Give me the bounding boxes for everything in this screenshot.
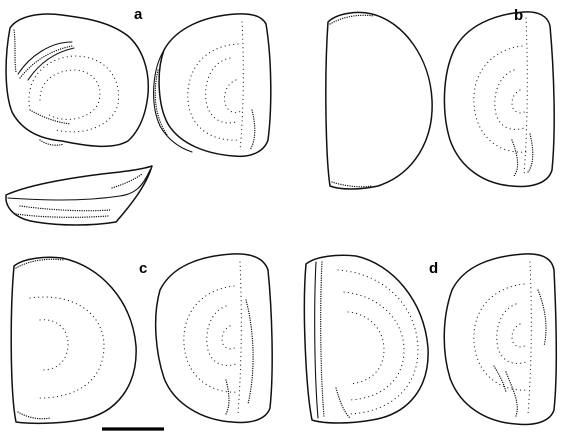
panel-label-d: d bbox=[429, 260, 438, 277]
otolith-d-left bbox=[303, 254, 429, 424]
otolith-c-right bbox=[154, 253, 273, 424]
panel-label-c: c bbox=[139, 260, 147, 277]
otolith-b-right bbox=[443, 11, 555, 188]
panel-label-a: a bbox=[134, 6, 143, 23]
panel-b bbox=[325, 11, 555, 190]
otolith-a-distal bbox=[153, 13, 272, 158]
otolith-b-left bbox=[325, 11, 433, 190]
otolith-a-ventral bbox=[5, 165, 153, 226]
panel-d bbox=[303, 253, 558, 426]
otolith-d-right bbox=[443, 253, 558, 426]
panel-c bbox=[10, 253, 273, 425]
otolith-a-proximal bbox=[5, 13, 150, 148]
panel-a bbox=[5, 13, 272, 226]
panel-label-b: b bbox=[514, 7, 523, 24]
otolith-c-left bbox=[10, 256, 137, 425]
